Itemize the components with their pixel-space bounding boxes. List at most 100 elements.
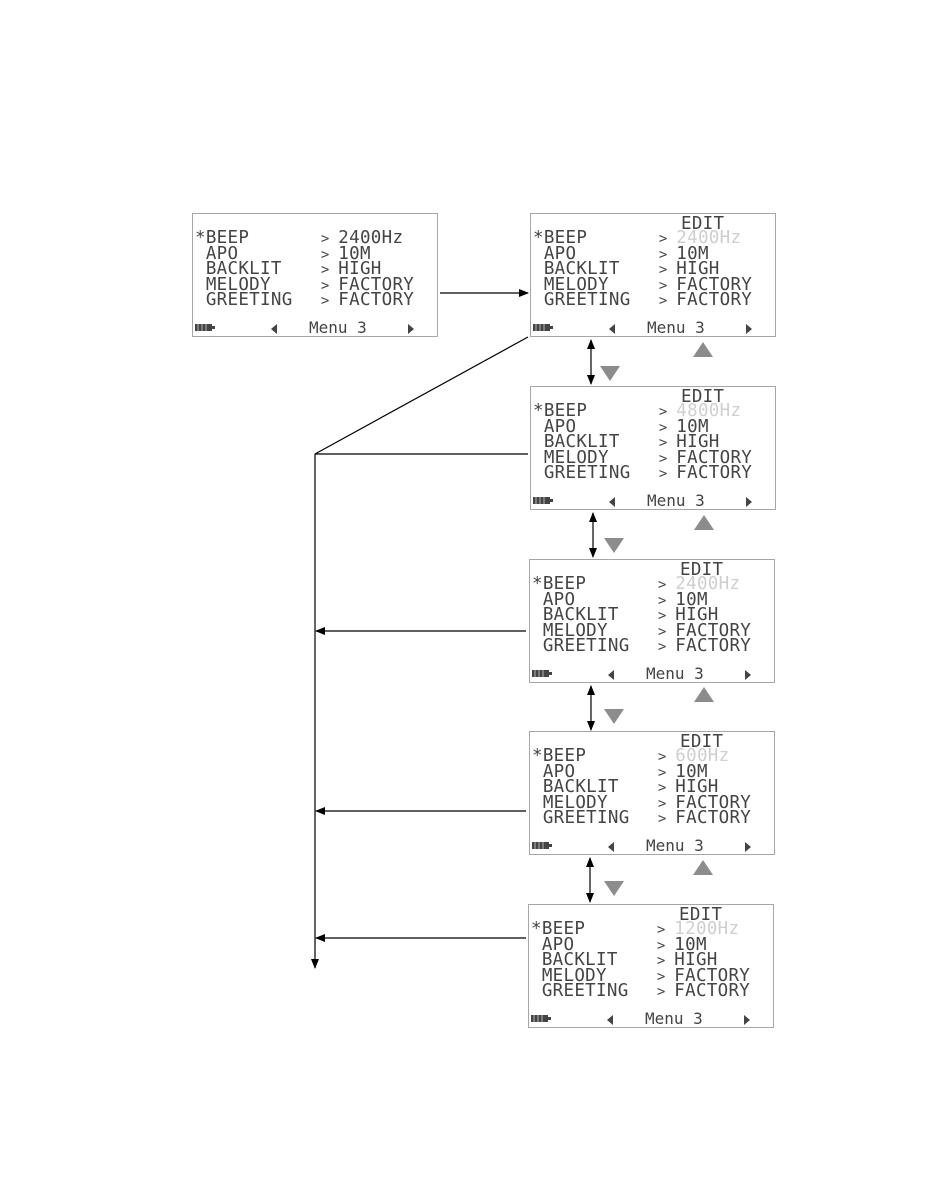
item-value: 2400Hz <box>675 574 741 594</box>
item-value: HIGH <box>676 259 720 279</box>
item-value: 2400Hz <box>338 228 404 248</box>
separator: > <box>641 466 677 482</box>
item-value: HIGH <box>338 259 382 279</box>
item-value: FACTORY <box>676 290 753 310</box>
menu-row-melody: MELODY > FACTORY <box>195 276 414 295</box>
item-label: BEEP <box>542 574 641 594</box>
cursor-marker <box>195 290 206 310</box>
menu-row-apo: APO > 10M <box>533 416 709 437</box>
separator: > <box>641 231 677 247</box>
cursor-marker: * <box>532 574 543 594</box>
separator: > <box>639 922 675 938</box>
separator: > <box>640 749 676 765</box>
left-triangle-icon <box>271 324 277 334</box>
right-triangle-icon <box>408 324 414 334</box>
menu-row-apo: APO > 10M <box>195 243 371 264</box>
cursor-marker <box>533 290 544 310</box>
separator: > <box>639 968 675 985</box>
item-value: FACTORY <box>338 290 415 310</box>
item-label: GREETING <box>542 636 641 656</box>
separator: > <box>641 246 677 263</box>
menu-row-greeting: GREETING > FACTORY <box>533 463 752 483</box>
cursor-marker: * <box>533 228 544 248</box>
item-label: MELODY <box>541 965 640 986</box>
menu-row-melody: MELODY > FACTORY <box>533 447 752 468</box>
separator: > <box>303 293 339 309</box>
menu-row-beep: *BEEP > 2400Hz <box>533 228 741 248</box>
lcd-footer: Menu 3 <box>529 1009 775 1028</box>
menu-row-melody: MELODY > FACTORY <box>532 794 751 813</box>
edit-label: EDIT <box>679 905 723 925</box>
item-label: GREETING <box>542 808 641 828</box>
item-value: FACTORY <box>675 808 752 828</box>
item-label: BACKLIT <box>542 777 641 797</box>
item-value: 600Hz <box>675 746 730 766</box>
item-value: 10M <box>676 416 709 437</box>
left-triangle-icon <box>609 324 615 334</box>
item-label: BEEP <box>541 919 640 939</box>
cursor-marker: * <box>195 228 206 248</box>
separator: > <box>640 608 676 624</box>
item-label: BACKLIT <box>543 259 642 279</box>
menu-row-melody: MELODY > FACTORY <box>533 274 752 295</box>
item-value: 10M <box>674 934 707 955</box>
separator: > <box>641 435 677 451</box>
menu-page-label: Menu 3 <box>646 664 704 683</box>
menu-page-label: Menu 3 <box>647 318 705 337</box>
item-label: GREETING <box>543 463 642 483</box>
left-triangle-icon <box>607 1015 613 1025</box>
left-triangle-icon <box>609 497 615 507</box>
up-arrow-key-icon <box>693 342 713 357</box>
battery-icon <box>531 1015 551 1022</box>
right-triangle-icon <box>745 842 751 852</box>
menu-row-apo: APO > 10M <box>532 589 708 610</box>
menu-row-greeting: GREETING > FACTORY <box>532 808 752 828</box>
separator: > <box>640 795 676 812</box>
menu-row-beep: *BEEP > 600Hz <box>532 746 730 766</box>
up-arrow-key-icon <box>694 515 714 530</box>
cursor-marker: * <box>533 401 544 421</box>
menu-row-backlit: BACKLIT > HIGH <box>533 259 720 279</box>
item-value: 10M <box>675 589 708 610</box>
separator: > <box>639 937 675 954</box>
menu-row-greeting: GREETING > FACTORY <box>532 636 751 656</box>
menu-row-apo: APO > 10M <box>533 243 709 264</box>
cursor-marker <box>531 981 542 1001</box>
separator: > <box>640 811 676 827</box>
separator: > <box>640 623 676 640</box>
item-label: BACKLIT <box>543 432 642 452</box>
menu-row-beep: *BEEP > 1200Hz <box>531 919 739 939</box>
menu-row-backlit: BACKLIT > HIGH <box>533 432 720 452</box>
separator: > <box>641 404 677 420</box>
item-value: 10M <box>338 243 371 264</box>
menu-row-melody: MELODY > FACTORY <box>532 622 751 641</box>
item-label: MELODY <box>543 447 642 468</box>
lcd-screen-5: EDIT *BEEP > 600Hz APO > 10M BACKLIT > H… <box>529 731 775 855</box>
item-label: MELODY <box>543 274 642 295</box>
battery-icon <box>533 324 553 331</box>
item-label: BACKLIT <box>542 605 641 625</box>
battery-icon <box>195 324 215 331</box>
menu-row-apo: APO > 10M <box>532 763 708 782</box>
lcd-footer: Menu 3 <box>530 664 776 683</box>
item-value: HIGH <box>675 605 719 625</box>
item-value: FACTORY <box>674 965 751 986</box>
menu-row-greeting: GREETING > FACTORY <box>531 981 750 1001</box>
cursor-marker <box>532 636 543 656</box>
separator: > <box>641 262 677 278</box>
menu-row-beep: *BEEP > 2400Hz <box>532 574 741 594</box>
cursor-marker <box>533 463 544 483</box>
edit-label: EDIT <box>681 387 725 407</box>
item-label: BEEP <box>543 228 642 248</box>
item-label: BEEP <box>205 228 304 248</box>
down-arrow-key-icon <box>604 538 624 553</box>
item-label: APO <box>541 934 640 955</box>
item-value: 10M <box>676 243 709 264</box>
menu-page-label: Menu 3 <box>646 836 704 855</box>
item-label: BEEP <box>542 746 641 766</box>
menu-row-beep: *BEEP > 4800Hz <box>533 401 741 421</box>
right-triangle-icon <box>744 1015 750 1025</box>
menu-row-beep: *BEEP > 2400Hz <box>195 228 404 248</box>
edit-label: EDIT <box>681 214 725 234</box>
